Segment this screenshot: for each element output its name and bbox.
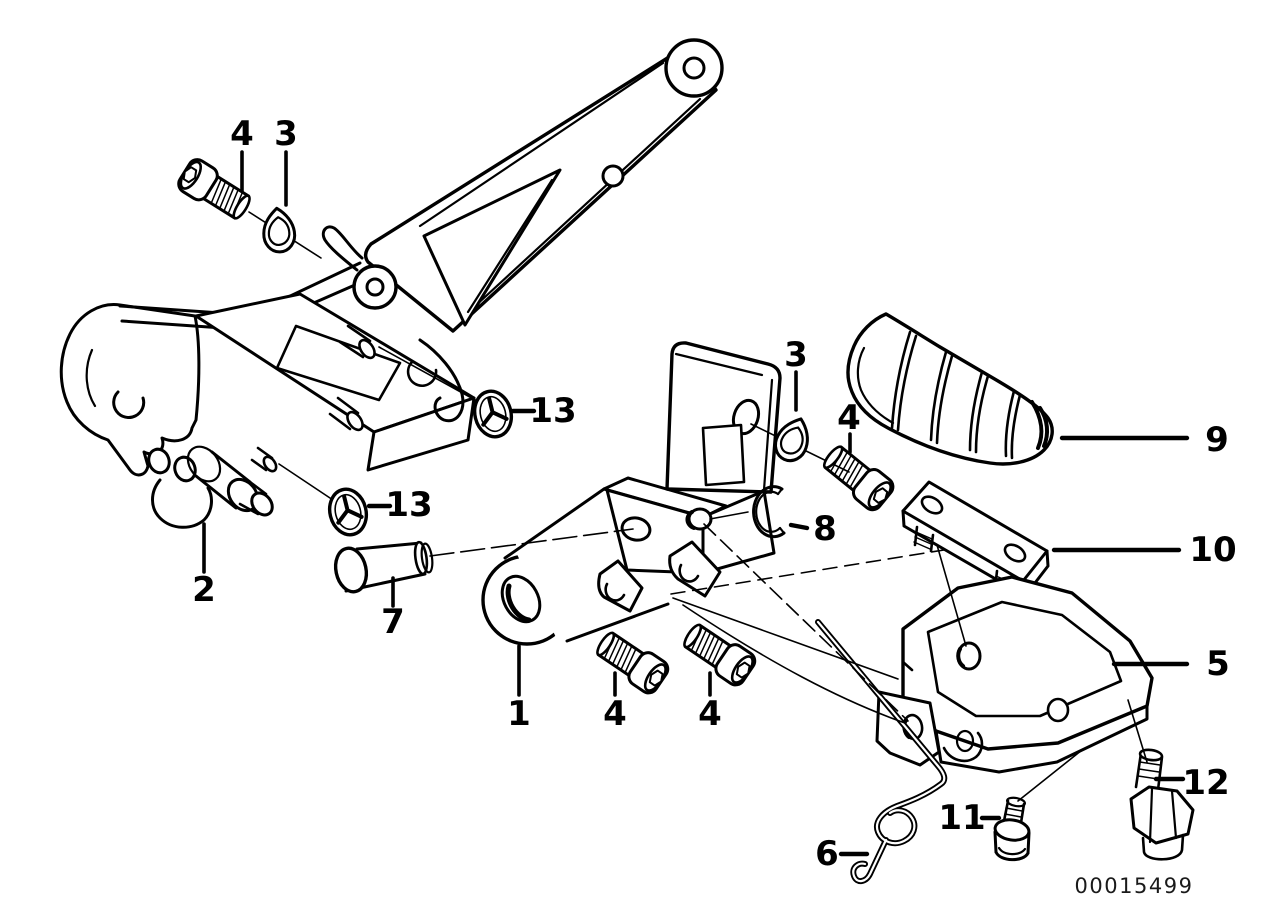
- foot-plate-arm-drawing: [363, 38, 724, 333]
- callout-label-13-upper: 13: [529, 391, 576, 431]
- footpeg-bracket-part5-drawing: [875, 575, 1154, 774]
- pedal-bracket-part2-drawing: [59, 225, 476, 529]
- callout-label-4-bottom-a: 4: [603, 694, 627, 734]
- callout-label-6: 6: [815, 834, 839, 874]
- trim-clip-upper: [467, 385, 519, 443]
- callout-label-5: 5: [1206, 644, 1230, 684]
- callout-label-4-bottom-b: 4: [698, 694, 722, 734]
- callout-label-4-right: 4: [837, 398, 861, 438]
- callout-label-9: 9: [1205, 420, 1229, 460]
- callout-labels-layer: 4 3 13 13 2 7 1 4 4 3 4 8 9 10 5 12 11 6…: [192, 114, 1237, 898]
- cap-screw-part11-drawing: [993, 796, 1031, 862]
- callout-label-7: 7: [381, 602, 405, 642]
- socket-screw-mid-right: [816, 438, 899, 515]
- return-spring-part6-drawing: [815, 619, 948, 884]
- teardrop-clip-top-left: [256, 203, 301, 257]
- callout-label-3-right: 3: [784, 335, 808, 375]
- callout-leader-lines: [202, 150, 1190, 857]
- callout-label-12: 12: [1182, 763, 1229, 803]
- trim-clip-lower: [322, 483, 374, 541]
- callout-label-3-top-left: 3: [274, 114, 298, 154]
- clevis-pin-part7-drawing: [333, 540, 434, 594]
- diagram-number: 00015499: [1075, 874, 1194, 898]
- callout-label-11: 11: [938, 798, 985, 838]
- circlip-part8-drawing: [752, 485, 786, 539]
- teardrop-clip-right: [770, 413, 814, 466]
- callout-label-1: 1: [507, 694, 531, 734]
- rubber-footpeg-part9-drawing: [846, 312, 1054, 466]
- footrest-pivot-part1-drawing: [481, 341, 782, 646]
- callout-label-4-top-left: 4: [230, 114, 254, 154]
- stud-bolt-part12-drawing: [1129, 748, 1195, 861]
- assembly-axis-lines-over: [670, 523, 1148, 802]
- callout-label-13-lower: 13: [385, 485, 432, 525]
- callout-label-8: 8: [813, 509, 837, 549]
- socket-screw-bottom-a: [590, 625, 673, 698]
- callout-label-10: 10: [1189, 530, 1236, 570]
- callout-label-2: 2: [192, 570, 216, 610]
- support-plate-part10-drawing: [901, 480, 1050, 598]
